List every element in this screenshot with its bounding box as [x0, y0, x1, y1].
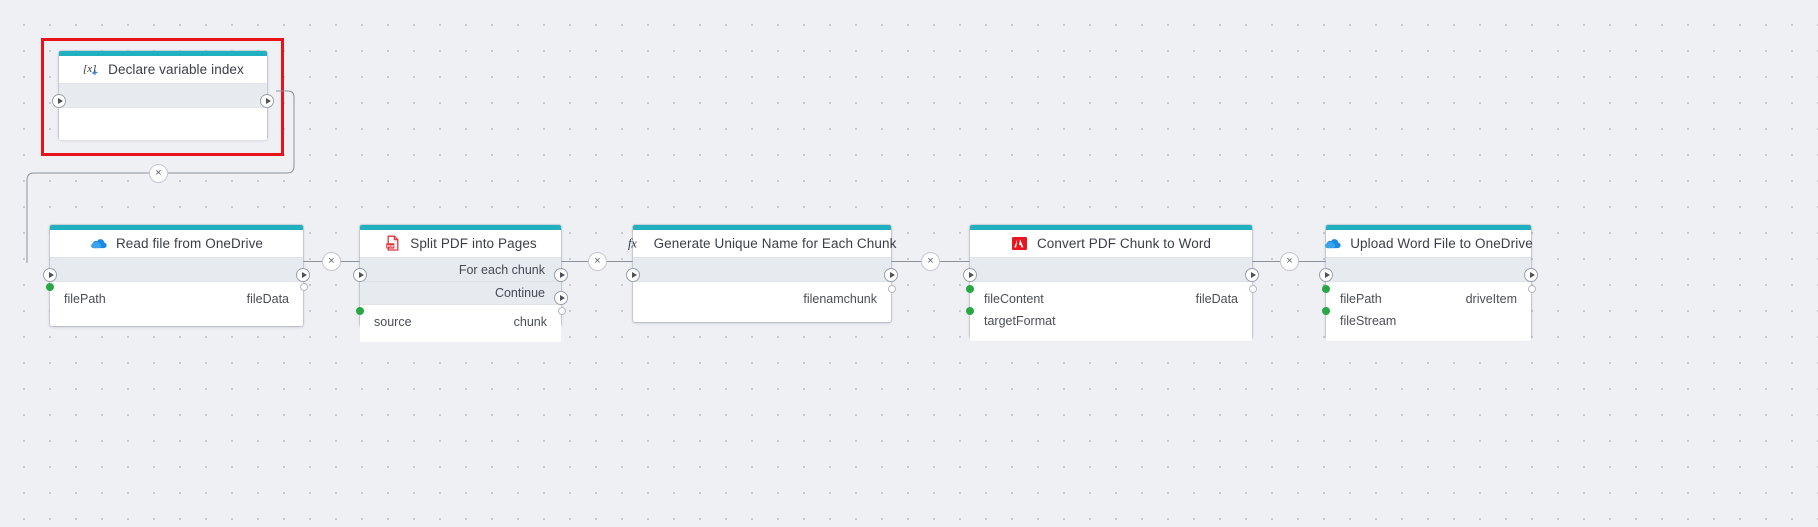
- port-data-in-source[interactable]: [356, 307, 364, 315]
- node-flow-band: For each chunk Continue: [360, 257, 561, 305]
- port-flow-out[interactable]: [884, 268, 898, 282]
- node-accent-bar: [59, 51, 267, 56]
- node-flow-band: [59, 83, 267, 108]
- port-data-out-chunk[interactable]: [558, 307, 566, 315]
- flow-row-label: For each chunk: [458, 262, 545, 277]
- param-output-label: fileData: [246, 292, 289, 306]
- port-flow-in[interactable]: [1319, 268, 1333, 282]
- connector-delete-declare-to-read[interactable]: ×: [149, 164, 168, 183]
- node-flow-band: [970, 257, 1252, 282]
- node-accent-bar: [633, 225, 891, 230]
- port-data-out-driveitem[interactable]: [1528, 285, 1536, 293]
- node-title: Upload Word File to OneDrive: [1350, 236, 1533, 251]
- port-flow-out[interactable]: [1524, 268, 1538, 282]
- port-data-out-filedata[interactable]: [300, 283, 308, 291]
- node-title: Read file from OneDrive: [115, 236, 264, 251]
- port-data-out-filenamchunk[interactable]: [888, 285, 896, 293]
- port-flow-out-for-each-chunk[interactable]: [554, 268, 568, 282]
- node-flow-band: [50, 257, 303, 282]
- port-flow-in[interactable]: [353, 268, 367, 282]
- port-flow-in[interactable]: [963, 268, 977, 282]
- node-header[interactable]: PDF Split PDF into Pages: [360, 230, 561, 257]
- param-input-label: targetFormat: [984, 314, 1056, 328]
- node-title: Convert PDF Chunk to Word: [1036, 236, 1212, 251]
- flow-row-continue[interactable]: Continue: [360, 281, 561, 304]
- node-generate-unique-name-for-each-chunk[interactable]: fx Generate Unique Name for Each Chunk f…: [626, 225, 898, 322]
- port-data-in-filepath[interactable]: [46, 283, 54, 291]
- param-input-label: fileStream: [1340, 314, 1397, 328]
- node-title: Generate Unique Name for Each Chunk: [653, 236, 897, 251]
- svg-text:fx: fx: [628, 237, 637, 251]
- port-flow-in[interactable]: [43, 268, 57, 282]
- node-body: source chunk: [360, 305, 561, 342]
- node-header[interactable]: [x] Declare variable index: [59, 56, 267, 83]
- node-accent-bar: [1326, 225, 1531, 230]
- onedrive-icon: [1324, 235, 1341, 252]
- node-body: filePath fileData: [50, 282, 303, 319]
- onedrive-icon: [90, 235, 107, 252]
- port-data-in-filecontent[interactable]: [966, 285, 974, 293]
- node-header[interactable]: Upload Word File to OneDrive: [1324, 230, 1533, 257]
- node-title: Split PDF into Pages: [410, 236, 537, 251]
- connector-delete-convert-to-upload[interactable]: ×: [1280, 252, 1299, 271]
- node-upload-word-file-to-onedrive[interactable]: Upload Word File to OneDrive filePath dr…: [1319, 225, 1538, 341]
- node-body: fileContent fileData targetFormat: [970, 282, 1252, 341]
- port-flow-in[interactable]: [52, 94, 66, 108]
- port-data-out-filedata[interactable]: [1249, 285, 1257, 293]
- param-row[interactable]: fileContent fileData: [970, 288, 1252, 310]
- node-flow-band: [633, 257, 891, 282]
- port-flow-in[interactable]: [626, 268, 640, 282]
- param-output-label: filenamchunk: [803, 292, 877, 306]
- node-convert-pdf-chunk-to-word[interactable]: Convert PDF Chunk to Word fileContent fi…: [963, 225, 1259, 341]
- pdf-icon: PDF: [384, 235, 401, 252]
- connector-delete-generate-to-convert[interactable]: ×: [921, 252, 940, 271]
- flow-row[interactable]: [50, 258, 303, 281]
- node-declare-variable-index[interactable]: [x] Declare variable index: [52, 51, 274, 140]
- port-data-in-filepath[interactable]: [1322, 285, 1330, 293]
- node-body: filenamchunk: [633, 282, 891, 319]
- flow-row[interactable]: [633, 258, 891, 281]
- connector-delete-read-to-split[interactable]: ×: [322, 252, 341, 271]
- node-header[interactable]: fx Generate Unique Name for Each Chunk: [628, 230, 896, 257]
- port-data-in-targetformat[interactable]: [966, 307, 974, 315]
- port-flow-out-continue[interactable]: [554, 291, 568, 305]
- param-output-label: fileData: [1195, 292, 1238, 306]
- adobe-icon: [1011, 235, 1028, 252]
- node-header[interactable]: Convert PDF Chunk to Word: [970, 230, 1252, 257]
- flow-row[interactable]: [970, 258, 1252, 281]
- port-data-in-filestream[interactable]: [1322, 307, 1330, 315]
- param-row[interactable]: filenamchunk: [633, 288, 891, 310]
- svg-text:PDF: PDF: [387, 244, 395, 248]
- node-body: filePath driveItem fileStream: [1326, 282, 1531, 341]
- connector-delete-split-to-generate[interactable]: ×: [588, 252, 607, 271]
- param-output-label: driveItem: [1465, 292, 1517, 306]
- node-accent-bar: [360, 225, 561, 230]
- node-body: [59, 108, 267, 140]
- param-row[interactable]: filePath driveItem: [1326, 288, 1531, 310]
- flow-row-label: Continue: [494, 286, 545, 300]
- flow-row-for-each-chunk[interactable]: For each chunk: [360, 258, 561, 281]
- flow-row[interactable]: [1326, 258, 1531, 281]
- node-title: Declare variable index: [108, 62, 244, 77]
- param-input-label: source: [374, 315, 412, 329]
- node-split-pdf-into-pages[interactable]: PDF Split PDF into Pages For each chunk …: [353, 225, 568, 342]
- node-flow-band: [1326, 257, 1531, 282]
- param-input-label: fileContent: [984, 292, 1044, 306]
- node-accent-bar: [970, 225, 1252, 230]
- param-row[interactable]: targetFormat: [970, 310, 1252, 332]
- param-output-label: chunk: [513, 315, 547, 329]
- param-input-label: filePath: [1340, 292, 1382, 306]
- param-row[interactable]: fileStream: [1326, 310, 1531, 332]
- declare-variable-icon: [x]: [82, 61, 99, 78]
- port-flow-out[interactable]: [296, 268, 310, 282]
- flow-row[interactable]: [59, 84, 267, 107]
- node-read-file-from-onedrive[interactable]: Read file from OneDrive filePath fileDat…: [43, 225, 310, 326]
- function-fx-icon: fx: [628, 235, 645, 252]
- port-flow-out[interactable]: [1245, 268, 1259, 282]
- port-flow-out[interactable]: [260, 94, 274, 108]
- param-input-label: filePath: [64, 292, 106, 306]
- node-header[interactable]: Read file from OneDrive: [50, 230, 303, 257]
- param-row[interactable]: source chunk: [360, 311, 561, 333]
- param-row[interactable]: filePath fileData: [50, 288, 303, 310]
